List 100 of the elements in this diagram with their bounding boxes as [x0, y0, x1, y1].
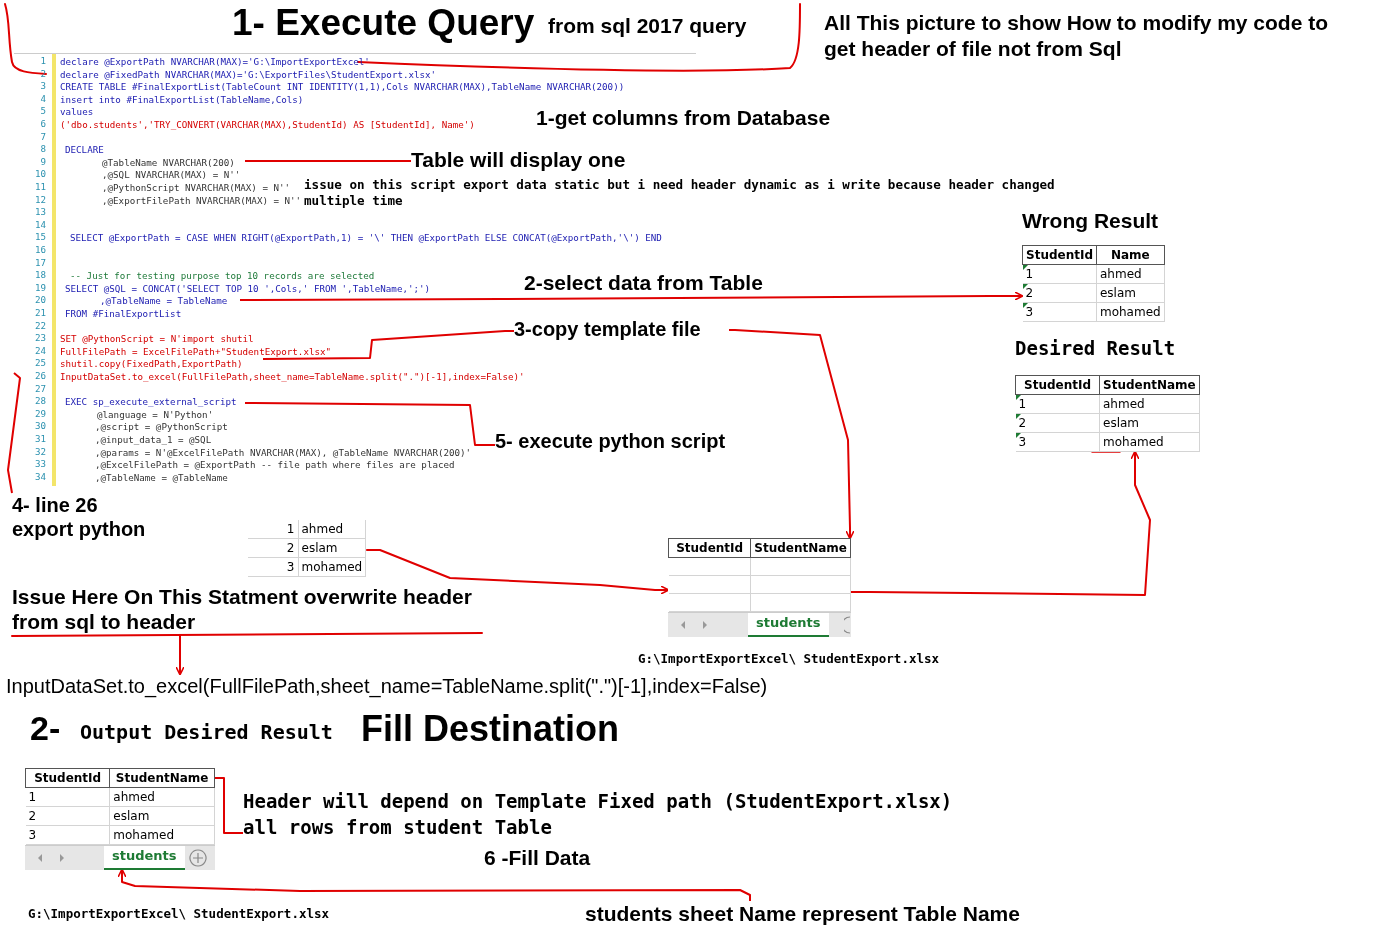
- code-line: declare @FixedPath NVARCHAR(MAX)='G:\ExportFiles\StudentExport.xlsx': [60, 68, 437, 82]
- code-line: DECLARE: [65, 144, 104, 157]
- line-number: 23: [33, 332, 46, 345]
- header-cell: StudentId: [668, 538, 751, 558]
- spreadsheet-drawing: [25, 768, 215, 870]
- table-cell: mohamed: [298, 557, 366, 577]
- table-cell: eslam: [1099, 413, 1200, 433]
- line-number: 25: [33, 357, 46, 370]
- arrow: [850, 450, 1151, 596]
- table-cell: 2: [248, 538, 298, 558]
- page-title: 1- Execute Query: [232, 2, 535, 44]
- arrow: [239, 291, 1024, 301]
- code-line: ,@ExportFilePath NVARCHAR(MAX) = N'': [102, 194, 302, 208]
- code-line: -- Just for testing purpose top 10 records are selected: [70, 270, 375, 283]
- code-line: ,@params = N'@ExcelFilePath NVARCHAR(MAX), @TableName NVARCHAR(200)': [95, 446, 472, 460]
- line-number: 11: [33, 181, 46, 194]
- table-cell: eslam: [298, 538, 366, 558]
- annotation-text: export python: [12, 517, 147, 541]
- annotation-text: students sheet Name represent Table Name: [585, 901, 1021, 926]
- line-number: 24: [33, 344, 46, 358]
- line-number: 16: [33, 244, 46, 257]
- code-line: ,@SQL NVARCHAR(MAX) = N'': [102, 169, 241, 182]
- table-cell: eslam: [1096, 283, 1165, 303]
- line-number: 3: [39, 80, 46, 93]
- code-line: ('dbo.students','TRY_CONVERT(VARCHAR(MAX),StudentId) AS [StudentId], Name'): [60, 119, 475, 132]
- arrow: [728, 329, 855, 540]
- line-number: 34: [33, 470, 46, 484]
- code-line: FROM #FinalExportList: [65, 308, 182, 321]
- code-line: EXEC sp_execute_external_script: [65, 396, 237, 409]
- leader-line: [244, 402, 496, 446]
- step-text: 6 -Fill Data: [484, 845, 591, 870]
- line-number: 22: [33, 319, 46, 333]
- line-number: 9: [39, 155, 46, 169]
- code-line: shutil.copy(FixedPath,ExportPath): [60, 358, 243, 371]
- leader-line: [262, 330, 515, 360]
- annotation-text: Header will depend on Template Fixed path (StudentExport.xlsx): [243, 789, 954, 814]
- header-cell: StudentName: [1099, 375, 1200, 395]
- annotation-text: 3-copy template file: [514, 317, 702, 341]
- section-title: Fill Destination: [361, 708, 619, 750]
- table-cell: 1: [248, 520, 298, 539]
- code-line: @language = N'Python': [97, 408, 214, 422]
- code-line: FullFilePath = ExcelFilePath+"StudentExport.xlsx": [60, 345, 332, 359]
- line-number: 32: [33, 445, 46, 459]
- annotation-text: Issue Here On This Statment overwrite header from sql to header: [12, 584, 473, 634]
- header-cell: Name: [1096, 245, 1165, 265]
- table-cell: 3: [1022, 302, 1097, 322]
- code-line: ,@TableName = @TableName: [95, 471, 228, 485]
- table-heading: Wrong Result: [1022, 208, 1160, 233]
- table-cell: ahmed: [1096, 264, 1165, 284]
- table-cell: 2: [1015, 413, 1100, 433]
- annotation-text: 4- line 26: [12, 493, 99, 517]
- line-number: 17: [33, 256, 46, 270]
- table-cell: ahmed: [1099, 394, 1200, 414]
- line-number: 10: [33, 168, 46, 181]
- line-number: 15: [33, 231, 46, 244]
- annotation-text: InputDataSet.to_excel(FullFilePath,sheet_name=TableName.split(".")[-1],index=False): [6, 674, 769, 698]
- line-number: 20: [33, 294, 46, 307]
- table-cell: ahmed: [109, 787, 215, 807]
- line-number: 7: [39, 130, 46, 144]
- code-line: CREATE TABLE #FinalExportList(TableCount INT IDENTITY(1,1),Cols NVARCHAR(MAX),TableName NVARCHAR(200)): [60, 81, 625, 94]
- section-number: 2-: [30, 708, 61, 748]
- line-number: 2: [39, 67, 46, 81]
- table-cell: 2: [1022, 283, 1097, 303]
- header-cell: StudentName: [750, 538, 851, 558]
- line-number: 14: [33, 218, 46, 232]
- table-cell: 2: [25, 806, 110, 826]
- code-line: ,@ExcelFilePath = @ExportPath -- file path where files are placed: [95, 459, 455, 472]
- arrow: [175, 633, 185, 676]
- line-number: 27: [33, 382, 46, 396]
- code-line: values: [60, 106, 94, 119]
- header-cell: StudentId: [1022, 245, 1097, 265]
- leader-line: [214, 777, 244, 834]
- table-heading: Desired Result: [1015, 336, 1177, 361]
- header-cell: StudentId: [1015, 375, 1100, 395]
- header-cell: StudentId: [25, 768, 110, 788]
- arrow: [117, 868, 751, 902]
- issue-note: issue on this script export data static but i need header dynamic as i write because header changed multiple time: [304, 177, 1056, 209]
- table-cell: 1: [1022, 264, 1097, 284]
- line-number: 18: [33, 269, 46, 282]
- section-heading: Output Desired Result: [80, 720, 333, 744]
- code-line: ,@TableName = TableName: [100, 295, 228, 308]
- code-line: InputDataSet.to_excel(FullFilePath,sheet_name=TableName.split(".")[-1],index=False)': [60, 371, 525, 384]
- code-line: SELECT @SQL = CONCAT('SELECT TOP 10 ',Cols,' FROM ',TableName,';'): [65, 282, 431, 296]
- line-number: 30: [33, 420, 46, 433]
- table-cell: eslam: [109, 806, 215, 826]
- table-cell: 1: [1015, 394, 1100, 414]
- spreadsheet-drawing: [668, 538, 851, 637]
- line-number: 31: [33, 433, 46, 446]
- code-line: insert into #FinalExportList(TableName,Cols): [60, 93, 304, 107]
- line-number: 33: [33, 458, 46, 471]
- code-line: SET @PythonScript = N'import shutil: [60, 333, 254, 346]
- line-number: 29: [33, 407, 46, 421]
- line-number: 26: [33, 370, 46, 383]
- sheet-tab: students: [104, 846, 185, 870]
- table-cell: 3: [248, 557, 298, 577]
- step-text: 1-get columns from Database: [536, 105, 831, 130]
- note-text: All This picture to show How to modify my code to get header of file not from Sql: [824, 10, 1329, 62]
- table-cell: 3: [1015, 432, 1100, 452]
- line-number: 19: [33, 281, 46, 295]
- line-number: 4: [39, 92, 46, 106]
